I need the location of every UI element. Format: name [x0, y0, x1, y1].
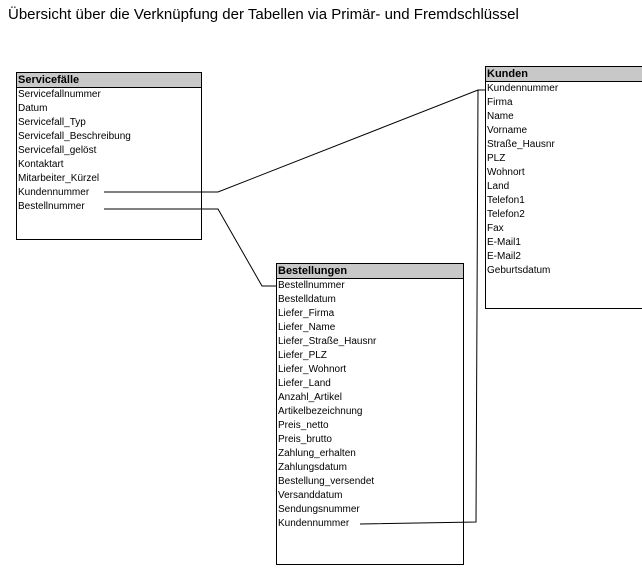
- field-liefer-name: Liefer_Name: [278, 322, 336, 333]
- field-strasse-hausnr: Straße_Hausnr: [487, 139, 555, 150]
- field-servicefallnummer: Servicefallnummer: [18, 89, 101, 100]
- field-telefon1: Telefon1: [487, 195, 525, 206]
- field-kundennummer: Kundennummer: [18, 187, 90, 198]
- field-servicefall-typ: Servicefall_Typ: [18, 117, 86, 128]
- field-vorname: Vorname: [487, 125, 528, 136]
- table-kunden[interactable]: Kunden Kundennummer Firma Name Vorname S…: [485, 66, 642, 309]
- field-geburtsdatum: Geburtsdatum: [487, 265, 551, 276]
- field-telefon2: Telefon2: [487, 209, 525, 220]
- link-servicefall-kunde: [104, 89, 486, 193]
- field-plz: PLZ: [487, 153, 506, 164]
- field-artikelbezeichnung: Artikelbezeichnung: [278, 406, 363, 417]
- field-land: Land: [487, 181, 510, 192]
- table-header: Bestellungen: [277, 264, 463, 279]
- field-kundennummer: Kundennummer: [278, 518, 350, 529]
- field-fax: Fax: [487, 223, 504, 234]
- field-bestelldatum: Bestelldatum: [278, 294, 336, 305]
- field-liefer-land: Liefer_Land: [278, 378, 331, 389]
- field-zahlungsdatum: Zahlungsdatum: [278, 462, 347, 473]
- table-servicefaelle[interactable]: Servicefälle Servicefallnummer Datum Ser…: [16, 72, 202, 240]
- field-kontaktart: Kontaktart: [18, 159, 64, 170]
- link-servicefall-bestellung: [104, 208, 277, 287]
- field-servicefall-geloest: Servicefall_gelöst: [18, 145, 97, 156]
- field-liefer-wohnort: Liefer_Wohnort: [278, 364, 347, 375]
- field-name: Name: [487, 111, 514, 122]
- field-zahlung-erhalten: Zahlung_erhalten: [278, 448, 356, 459]
- field-versanddatum: Versanddatum: [278, 490, 343, 501]
- field-sendungsnummer: Sendungsnummer: [278, 504, 360, 515]
- field-email2: E-Mail2: [487, 251, 521, 262]
- field-datum: Datum: [18, 103, 48, 114]
- field-liefer-firma: Liefer_Firma: [278, 308, 335, 319]
- field-mitarbeiter-kuerzel: Mitarbeiter_Kürzel: [18, 173, 100, 184]
- table-header: Servicefälle: [17, 73, 201, 88]
- table-header: Kunden: [486, 67, 642, 82]
- field-preis-netto: Preis_netto: [278, 420, 329, 431]
- field-kundennummer: Kundennummer: [487, 83, 559, 94]
- field-email1: E-Mail1: [487, 237, 521, 248]
- field-firma: Firma: [487, 97, 513, 108]
- field-bestellnummer: Bestellnummer: [18, 201, 85, 212]
- field-liefer-strasse-hausnr: Liefer_Straße_Hausnr: [278, 336, 377, 347]
- field-anzahl-artikel: Anzahl_Artikel: [278, 392, 342, 403]
- field-bestellung-versendet: Bestellung_versendet: [278, 476, 375, 487]
- field-preis-brutto: Preis_brutto: [278, 434, 332, 445]
- field-servicefall-beschreibung: Servicefall_Beschreibung: [18, 131, 131, 142]
- field-wohnort: Wohnort: [487, 167, 525, 178]
- link-bestellung-kunde: [359, 89, 486, 525]
- table-bestellungen[interactable]: Bestellungen Bestellnummer Bestelldatum …: [276, 263, 464, 565]
- field-bestellnummer: Bestellnummer: [278, 280, 345, 291]
- page-title: Übersicht über die Verknüpfung der Tabel…: [8, 6, 519, 23]
- field-liefer-plz: Liefer_PLZ: [278, 350, 327, 361]
